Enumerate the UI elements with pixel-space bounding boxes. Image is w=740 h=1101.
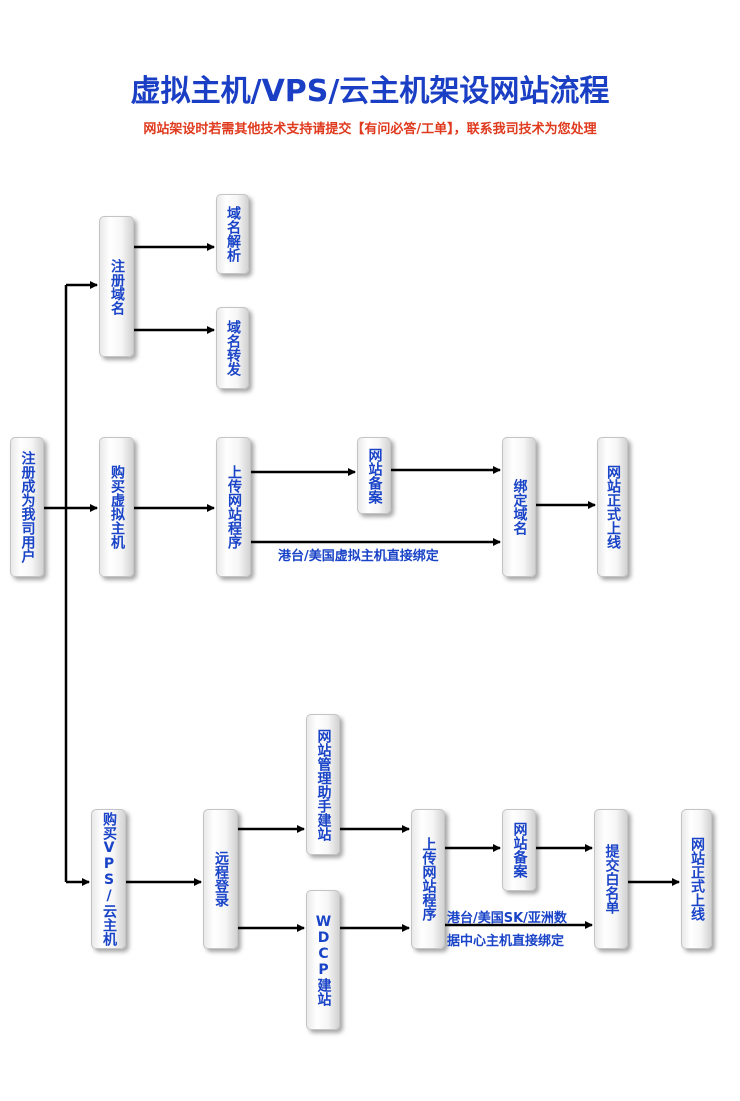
node-site-filing-2-label: 网站备案 <box>511 822 528 878</box>
note-hk-dc-line2: 据中心主机直接绑定 <box>447 934 565 949</box>
node-buy-vps-label: 购买VPS/云主机 <box>101 812 117 946</box>
node-upload-site-2-label: 上传网站程序 <box>420 837 437 921</box>
node-domain-forward: 域名转发 <box>216 307 249 389</box>
node-bind-domain-label: 绑定域名 <box>511 479 528 535</box>
node-wdcp-label: WDCP建站 <box>315 914 332 1006</box>
page-title: 虚拟主机/VPS/云主机架设网站流程 <box>130 74 610 109</box>
note-hk-us-vhost: 港台/美国虚拟主机直接绑定 <box>278 549 439 564</box>
node-upload-site-2: 上传网站程序 <box>411 809 445 949</box>
node-site-filing-1-label: 网站备案 <box>366 447 383 504</box>
node-domain-forward-label: 域名转发 <box>225 320 241 376</box>
node-buy-vhost-label: 购买虚拟主机 <box>109 465 125 549</box>
node-register-user: 注册成为我司用户 <box>10 437 44 577</box>
node-register-user-label: 注册成为我司用户 <box>19 451 36 563</box>
node-register-domain: 注册域名 <box>99 216 134 357</box>
node-domain-resolve: 域名解析 <box>216 194 249 274</box>
node-wdcp: WDCP建站 <box>306 890 340 1030</box>
node-mgmt-helper: 网站管理助手建站 <box>306 714 340 855</box>
node-register-domain-label: 注册域名 <box>109 258 125 315</box>
page-subtitle: 网站架设时若需其他技术支持请提交【有问必答/工单】，联系我司技术为您处理 <box>143 122 597 137</box>
node-bind-domain: 绑定域名 <box>502 437 536 577</box>
node-remote-login: 远程登录 <box>203 809 238 949</box>
node-whitelist: 提交白名单 <box>594 809 628 949</box>
node-remote-login-label: 远程登录 <box>213 851 229 907</box>
node-site-filing-1: 网站备案 <box>357 437 391 514</box>
node-whitelist-label: 提交白名单 <box>603 844 620 914</box>
node-site-filing-2: 网站备案 <box>502 809 536 891</box>
node-site-online-1-label: 网站正式上线 <box>605 465 621 549</box>
note-hk-dc-line1: 港台/美国SK/亚洲数 <box>447 911 567 926</box>
node-upload-site-1: 上传网站程序 <box>216 437 251 577</box>
node-site-online-2-label: 网站正式上线 <box>689 837 705 921</box>
node-buy-vhost: 购买虚拟主机 <box>99 437 134 577</box>
node-site-online-1: 网站正式上线 <box>597 437 628 577</box>
node-mgmt-helper-label: 网站管理助手建站 <box>315 728 332 841</box>
node-site-online-2: 网站正式上线 <box>681 809 712 949</box>
node-buy-vps: 购买VPS/云主机 <box>91 809 126 949</box>
node-upload-site-1-label: 上传网站程序 <box>226 465 242 549</box>
node-domain-resolve-label: 域名解析 <box>225 206 241 262</box>
